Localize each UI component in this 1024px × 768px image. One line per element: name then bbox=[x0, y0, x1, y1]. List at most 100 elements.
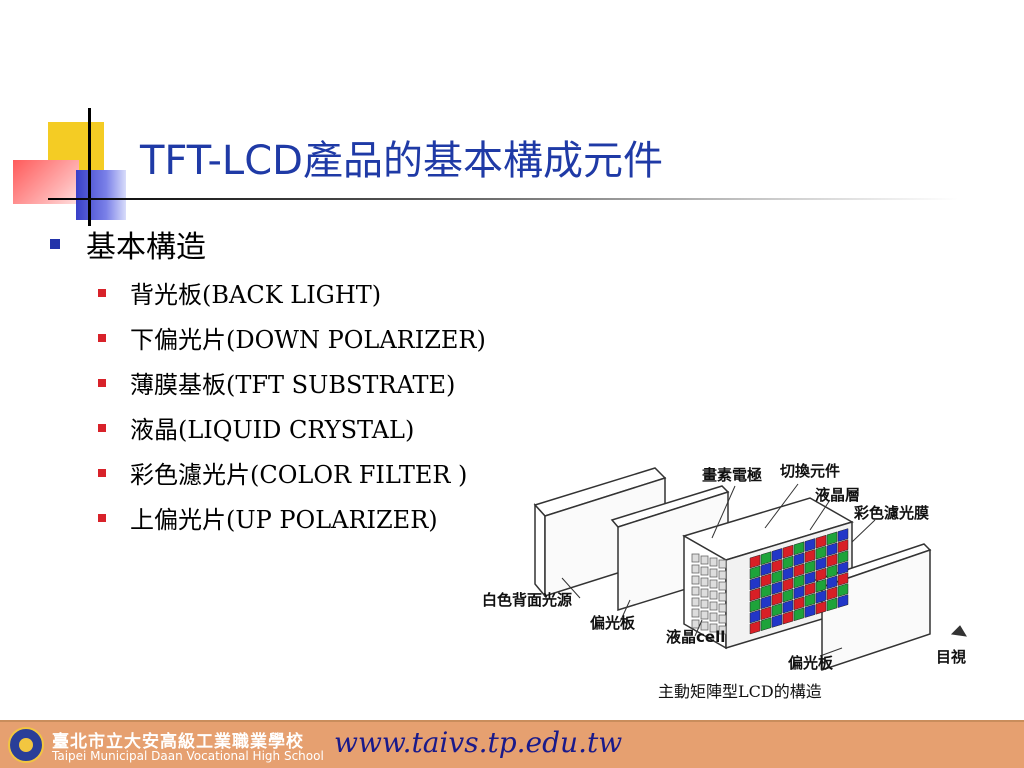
electrode-cell bbox=[691, 597, 700, 607]
electrode-cell bbox=[709, 623, 718, 633]
color-filter-cell bbox=[804, 560, 816, 574]
electrode-cell bbox=[709, 601, 718, 611]
label-switch-element: 切換元件 bbox=[780, 462, 840, 480]
color-filter-cell bbox=[771, 570, 783, 584]
footer-divider bbox=[0, 720, 1024, 722]
electrode-cell bbox=[718, 625, 727, 635]
bullet-square-icon bbox=[98, 288, 106, 297]
electrode-cell bbox=[709, 612, 718, 622]
electrode-cell bbox=[700, 577, 709, 587]
electrode-cell bbox=[691, 575, 700, 585]
bullet-square-icon bbox=[98, 423, 106, 432]
color-filter-cell bbox=[782, 566, 794, 581]
color-filter-cell bbox=[837, 572, 849, 586]
color-filter-cell bbox=[771, 614, 783, 628]
color-filter-mosaic bbox=[749, 528, 849, 635]
school-name-en: Taipei Municipal Daan Vocational High Sc… bbox=[52, 749, 324, 763]
color-filter-cell bbox=[771, 592, 783, 606]
color-filter-cell bbox=[804, 549, 816, 563]
electrode-cell bbox=[691, 608, 700, 618]
color-filter-cell bbox=[771, 548, 783, 562]
list-item-text: 背光板(BACK LIGHT) bbox=[130, 281, 382, 309]
color-filter-cell bbox=[837, 539, 849, 553]
footer-bar bbox=[0, 722, 1024, 768]
color-filter-cell bbox=[793, 596, 805, 611]
color-filter-cell bbox=[782, 555, 794, 570]
bullet-square-icon bbox=[98, 468, 106, 477]
color-filter-cell bbox=[782, 588, 794, 603]
color-filter-cell bbox=[804, 538, 816, 552]
electrode-cell bbox=[700, 621, 709, 631]
electrode-cell bbox=[691, 553, 700, 563]
color-filter-cell bbox=[793, 607, 805, 622]
electrode-cell bbox=[691, 564, 700, 574]
slide-title-cjk: 產品的基本構成元件 bbox=[302, 138, 663, 184]
color-filter-cell bbox=[837, 583, 849, 597]
color-filter-cell bbox=[804, 582, 816, 596]
color-filter-cell bbox=[760, 584, 772, 599]
color-filter-cell bbox=[782, 599, 794, 614]
list-item: 背光板(BACK LIGHT) bbox=[98, 270, 486, 315]
label-lc-layer: 液晶層 bbox=[815, 486, 860, 504]
color-filter-cell bbox=[837, 594, 849, 608]
color-filter-cell bbox=[771, 581, 783, 595]
color-filter-cell bbox=[771, 603, 783, 617]
color-filter-cell bbox=[815, 567, 827, 582]
bullet-square-icon bbox=[98, 513, 106, 522]
color-filter-cell bbox=[760, 573, 772, 588]
electrode-cell bbox=[718, 581, 727, 591]
label-upper-polarizer: 偏光板 bbox=[788, 654, 834, 672]
color-filter-cell bbox=[826, 553, 838, 568]
color-filter-cell bbox=[815, 534, 827, 549]
label-pixel-electrode: 畫素電極 bbox=[702, 466, 762, 484]
color-filter-cell bbox=[815, 600, 827, 615]
color-filter-cell bbox=[826, 597, 838, 612]
color-filter-cell bbox=[760, 551, 772, 566]
label-lower-polarizer: 偏光板 bbox=[590, 614, 636, 632]
color-filter-cell bbox=[760, 606, 772, 621]
color-filter-cell bbox=[782, 610, 794, 625]
color-filter-cell bbox=[826, 586, 838, 601]
decor-red-square bbox=[13, 160, 79, 204]
electrode-cell bbox=[700, 610, 709, 620]
pixel-electrode-grid bbox=[691, 553, 727, 635]
electrode-cell bbox=[709, 590, 718, 600]
decor-blue-square bbox=[76, 170, 126, 220]
electrode-cell bbox=[691, 586, 700, 596]
title-underline bbox=[48, 198, 958, 200]
color-filter-cell bbox=[782, 577, 794, 592]
list-item-text: 薄膜基板(TFT SUBSTRATE) bbox=[130, 371, 456, 399]
color-filter-cell bbox=[815, 556, 827, 571]
label-lc-cell: 液晶cell bbox=[666, 628, 725, 646]
decor-vertical-line bbox=[88, 108, 91, 226]
color-filter-cell bbox=[815, 589, 827, 604]
color-filter-cell bbox=[793, 541, 805, 556]
bullet-square-icon bbox=[98, 378, 106, 387]
color-filter-cell bbox=[760, 562, 772, 577]
color-filter-cell bbox=[804, 604, 816, 618]
color-filter-cell bbox=[826, 575, 838, 590]
list-item: 液晶(LIQUID CRYSTAL) bbox=[98, 405, 486, 450]
label-viewer: 目視 bbox=[936, 648, 966, 666]
color-filter-cell bbox=[793, 585, 805, 600]
school-name-zh: 臺北市立大安高級工業職業學校 bbox=[52, 732, 304, 752]
slide-title: TFT-LCD產品的基本構成元件 bbox=[140, 128, 663, 186]
color-filter-cell bbox=[782, 544, 794, 559]
label-color-filter: 彩色濾光膜 bbox=[853, 504, 929, 522]
color-filter-cell bbox=[815, 545, 827, 560]
bullet-heading: 基本構造 bbox=[50, 222, 206, 266]
electrode-cell bbox=[718, 614, 727, 624]
color-filter-cell bbox=[793, 552, 805, 567]
color-filter-cell bbox=[749, 587, 761, 602]
electrode-cell bbox=[718, 592, 727, 602]
electrode-cell bbox=[700, 588, 709, 598]
school-url-link[interactable]: www.taivs.tp.edu.tw bbox=[334, 726, 623, 759]
color-filter-cell bbox=[760, 595, 772, 610]
heading-text: 基本構造 bbox=[86, 230, 206, 265]
color-filter-cell bbox=[749, 609, 761, 624]
list-item: 薄膜基板(TFT SUBSTRATE) bbox=[98, 360, 486, 405]
bullet-square-icon bbox=[98, 333, 106, 342]
color-filter-cell bbox=[749, 554, 761, 569]
color-filter-cell bbox=[749, 598, 761, 613]
electrode-cell bbox=[700, 599, 709, 609]
